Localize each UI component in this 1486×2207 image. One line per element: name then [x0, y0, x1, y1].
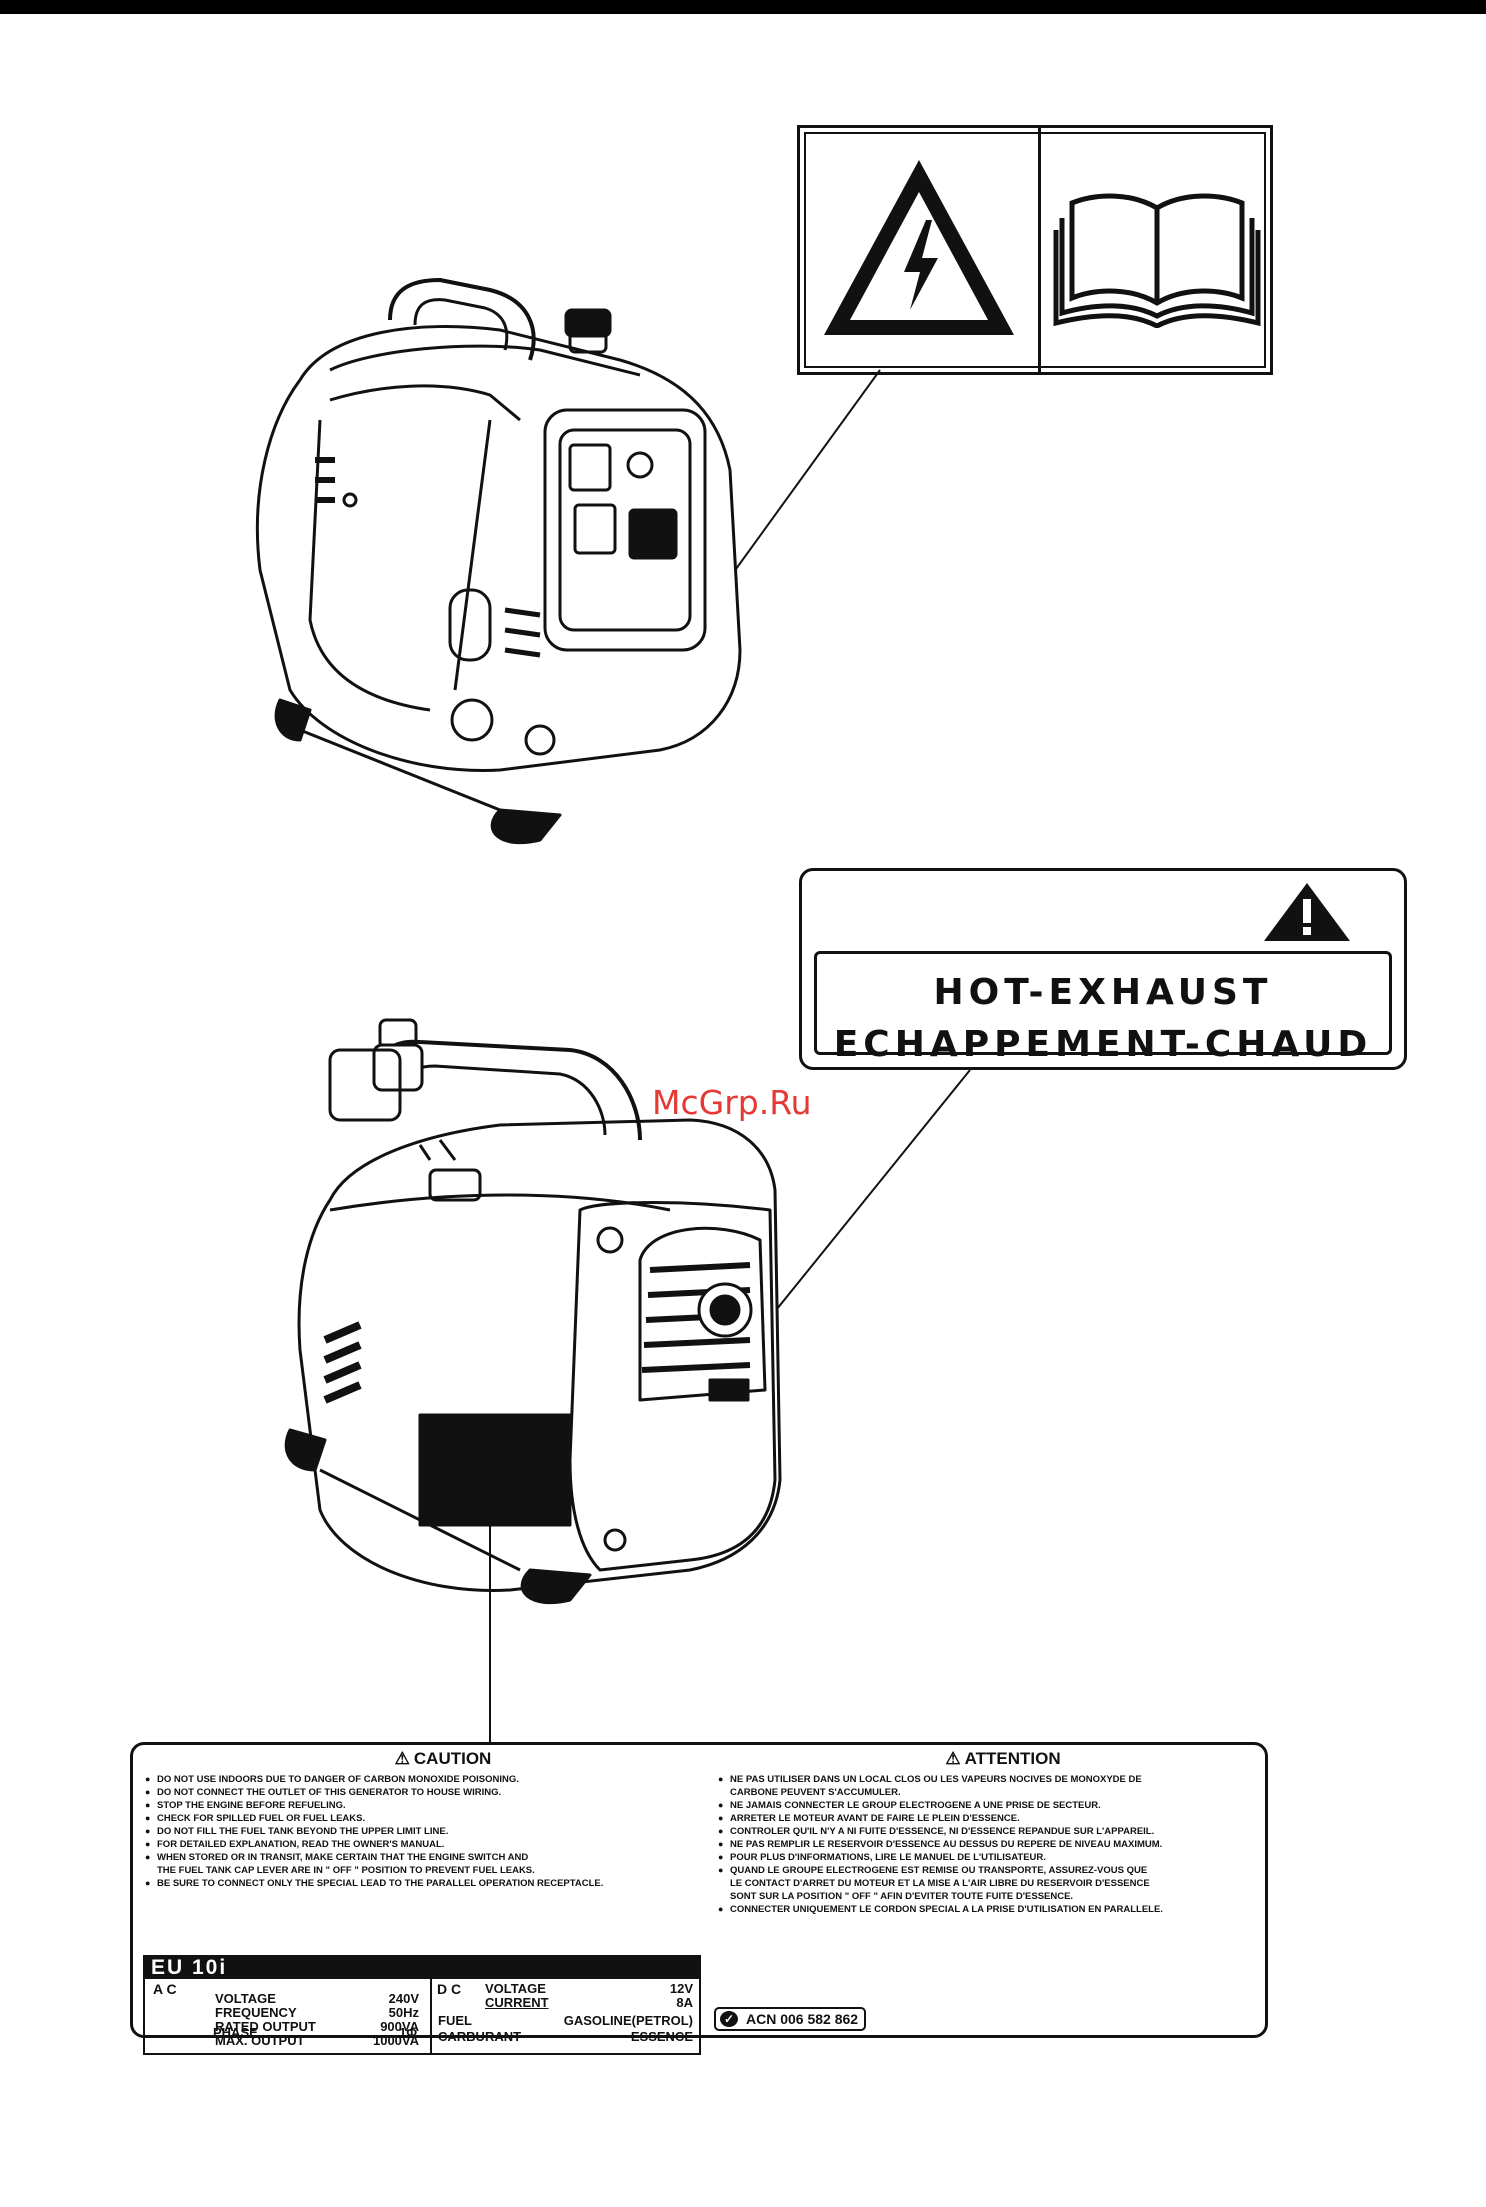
generator-rear-view-illustration: [284, 1018, 782, 1605]
list-item: BE SURE TO CONNECT ONLY THE SPECIAL LEAD…: [145, 1877, 705, 1890]
electric-shock-warning-icon: [824, 160, 1014, 335]
ac-rated-output-value: 900VA: [380, 2019, 419, 2034]
model-header-bar: EU 10i: [145, 1957, 699, 1979]
symbol-label-inner-frame: [804, 132, 1266, 368]
list-item: NE PAS UTILISER DANS UN LOCAL CLOS OU LE…: [718, 1773, 1263, 1786]
caution-heading: ⚠CAUTION: [394, 1749, 492, 1768]
warning-triangle-icon: [1264, 883, 1350, 941]
list-item: QUAND LE GROUPE ELECTROGENE EST REMISE O…: [718, 1864, 1263, 1877]
attention-french-list: NE PAS UTILISER DANS UN LOCAL CLOS OU LE…: [718, 1773, 1263, 1916]
list-item: POUR PLUS D'INFORMATIONS, LIRE LE MANUEL…: [718, 1851, 1263, 1864]
list-item: STOP THE ENGINE BEFORE REFUELING.: [145, 1799, 705, 1812]
ac-frequency-label: FREQUENCY: [215, 2005, 297, 2020]
warning-symbol-label: [797, 125, 1273, 375]
list-item: DO NOT FILL THE FUEL TANK BEYOND THE UPP…: [145, 1825, 705, 1838]
dc-voltage-value: 12V: [669, 1981, 693, 1996]
list-item: ARRETER LE MOTEUR AVANT DE FAIRE LE PLEI…: [718, 1812, 1263, 1825]
ac-frequency-value: 50Hz: [388, 2005, 419, 2020]
carburant-value: ESSENCE: [630, 2029, 693, 2044]
top-border-bar: [0, 0, 1486, 14]
read-manual-book-icon: [1053, 193, 1261, 328]
ac-voltage-value: 240V: [388, 1991, 419, 2006]
list-item: LE CONTACT D'ARRET DU MOTEUR ET LA MISE …: [730, 1878, 1150, 1889]
dc-current-label: CURRENT: [485, 1995, 549, 2010]
list-item: THE FUEL TANK CAP LEVER ARE IN " OFF " P…: [157, 1865, 535, 1876]
hot-exhaust-text: HOT-EXHAUST: [933, 972, 1273, 1013]
model-name: EU 10i: [151, 1956, 228, 1979]
check-mark-icon: ✓: [720, 2011, 738, 2027]
list-item: CONNECTER UNIQUEMENT LE CORDON SPECIAL A…: [718, 1903, 1263, 1916]
acn-number: ACN 006 582 862: [746, 2011, 859, 2027]
attention-triangle-icon: ⚠: [945, 1749, 961, 1768]
ac-max-output-value: 1000VA: [372, 2033, 419, 2048]
dc-voltage-label: VOLTAGE: [485, 1981, 546, 1996]
acn-approval-badge: ✓ ACN 006 582 862: [714, 2007, 867, 2031]
list-item: DO NOT USE INDOORS DUE TO DANGER OF CARB…: [145, 1773, 705, 1786]
caution-attention-label: ⚠CAUTION ⚠ATTENTION DO NOT USE INDOORS D…: [130, 1742, 1268, 2055]
ac-max-output-label: MAX. OUTPUT: [215, 2033, 305, 2048]
attention-heading: ⚠ATTENTION: [945, 1749, 1061, 1768]
watermark-text: McGrp.Ru: [652, 1083, 812, 1122]
hot-exhaust-text-band: HOT-EXHAUST ECHAPPEMENT-CHAUD: [814, 951, 1392, 1065]
fuel-label: FUEL: [438, 2013, 472, 2028]
dc-current-value: 8A: [676, 1995, 693, 2010]
ac-label: A C: [153, 1981, 177, 1997]
generator-front-view-illustration: [255, 278, 742, 845]
ac-rated-output-label: RATED OUTPUT: [215, 2019, 316, 2034]
list-item: WHEN STORED OR IN TRANSIT, MAKE CERTAIN …: [145, 1851, 705, 1864]
list-item: NE JAMAIS CONNECTER LE GROUP ELECTROGENE…: [718, 1799, 1263, 1812]
carburant-label: CARBURANT: [438, 2029, 522, 2044]
list-item: NE PAS REMPLIR LE RESERVOIR D'ESSENCE AU…: [718, 1838, 1263, 1851]
ac-phase-row-value: 1Φ: [399, 2025, 417, 2040]
list-item: SONT SUR LA POSITION " OFF " AFIN D'EVIT…: [730, 1891, 1074, 1902]
list-item: CARBONE PEUVENT S'ACCUMULER.: [730, 1787, 901, 1798]
caution-label-leader-line: [484, 1504, 496, 1745]
ac-phase-row-label: PHASE: [213, 2025, 258, 2040]
list-item: FOR DETAILED EXPLANATION, READ THE OWNER…: [145, 1838, 705, 1851]
echappement-chaud-text: ECHAPPEMENT-CHAUD: [833, 1024, 1373, 1065]
caution-english-list: DO NOT USE INDOORS DUE TO DANGER OF CARB…: [145, 1773, 705, 1890]
list-item: CHECK FOR SPILLED FUEL OR FUEL LEAKS.: [145, 1812, 705, 1825]
ac-voltage-label: VOLTAGE: [215, 1991, 276, 2006]
specification-table: EU 10i A C D C VOLTAGE FREQUENCY RATED O…: [143, 1955, 701, 2055]
list-item: CONTROLER QU'IL N'Y A NI FUITE D'ESSENCE…: [718, 1825, 1263, 1838]
symbol-label-divider: [1038, 128, 1041, 372]
hot-exhaust-label: HOT-EXHAUST ECHAPPEMENT-CHAUD: [799, 868, 1407, 1070]
spec-divider: [430, 1979, 432, 2053]
caution-triangle-icon: ⚠: [394, 1749, 410, 1768]
dc-label: D C: [437, 1981, 462, 1997]
list-item: DO NOT CONNECT THE OUTLET OF THIS GENERA…: [145, 1786, 705, 1799]
fuel-value: GASOLINE(PETROL): [563, 2013, 693, 2028]
